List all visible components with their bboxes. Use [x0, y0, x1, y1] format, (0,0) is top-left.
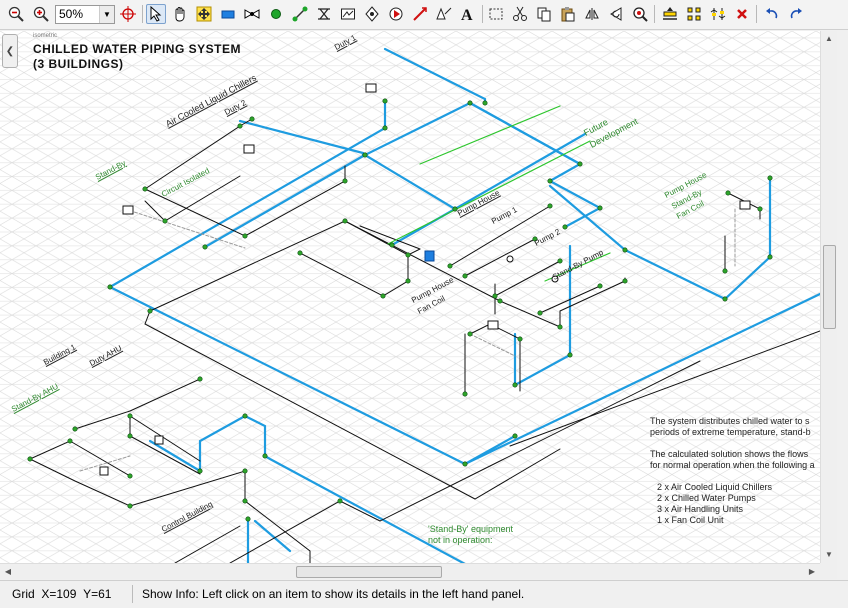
isometric-piping-diagram[interactable]: [0, 31, 820, 563]
paste-icon[interactable]: [558, 4, 578, 24]
rotate-icon[interactable]: [606, 4, 626, 24]
drawing-small-label: isometric: [33, 33, 58, 39]
pipe-tool-icon[interactable]: [218, 4, 238, 24]
description-text[interactable]: The system distributes chilled water to …: [650, 416, 820, 526]
copy-icon[interactable]: [534, 4, 554, 24]
zoom-dropdown[interactable]: 50% ▼: [55, 5, 115, 24]
isometric-grid: [0, 31, 820, 563]
delete-icon[interactable]: [732, 4, 752, 24]
drawing-canvas[interactable]: isometric CHILLED WATER PIPING SYSTEM (3…: [0, 31, 820, 563]
scroll-up-button[interactable]: ▲: [825, 34, 833, 43]
status-bar: Grid X=109 Y=61 Show Info: Left click on…: [0, 580, 848, 608]
status-info-text: Show Info: Left click on an item to show…: [142, 587, 525, 601]
equipment-list-item: 3 x Air Handling Units: [657, 504, 744, 514]
undo-icon[interactable]: [762, 4, 782, 24]
standby-note[interactable]: 'Stand-By' equipment not in operation:: [428, 524, 513, 546]
grid-snap-icon[interactable]: [708, 4, 728, 24]
chevron-left-icon: ❮: [5, 45, 15, 57]
zoom-extents-icon[interactable]: [118, 4, 138, 24]
grid-label: Grid: [12, 587, 35, 601]
pan-hand-icon[interactable]: [170, 4, 190, 24]
drawing-title-line1: CHILLED WATER PIPING SYSTEM: [33, 42, 241, 56]
desc-p1a: The system distributes chilled water to …: [650, 416, 810, 426]
select-pointer-icon[interactable]: [146, 4, 166, 24]
scroll-right-button[interactable]: ▶: [808, 567, 816, 576]
pressure-tool-icon[interactable]: [338, 4, 358, 24]
mirror-icon[interactable]: [582, 4, 602, 24]
equipment-list-item: 2 x Chilled Water Pumps: [657, 493, 756, 503]
standby-note-line1: 'Stand-By' equipment: [428, 524, 513, 534]
check-valve-icon[interactable]: [410, 4, 430, 24]
left-panel-toggle[interactable]: ❮: [2, 34, 18, 68]
grid-x: X=109: [41, 587, 77, 601]
join-tool-icon[interactable]: [290, 4, 310, 24]
zoom-in-icon[interactable]: [31, 4, 51, 24]
chevron-down-icon: ▼: [99, 6, 114, 23]
text-tool-icon[interactable]: A: [458, 4, 478, 24]
isolated-pipes: [79, 208, 736, 472]
arrow-annotation-icon[interactable]: [434, 4, 454, 24]
component-tool-icon[interactable]: [314, 4, 334, 24]
desc-p2b: for normal operation when the following …: [650, 460, 815, 470]
scroll-down-button[interactable]: ▼: [825, 550, 833, 559]
horizontal-scroll-thumb[interactable]: [296, 566, 442, 578]
zoom-value: 50%: [59, 7, 84, 21]
desc-p1b: periods of extreme temperature, stand-b: [650, 427, 811, 437]
distribute-icon[interactable]: [684, 4, 704, 24]
vertical-scroll-thumb[interactable]: [823, 245, 836, 329]
vertical-scrollbar[interactable]: ▲ ▼: [820, 31, 837, 563]
zoom-out-icon[interactable]: [6, 4, 26, 24]
move-icon[interactable]: [194, 4, 214, 24]
pump-tool-icon[interactable]: [386, 4, 406, 24]
scroll-corner: [820, 563, 837, 579]
find-icon[interactable]: [630, 4, 650, 24]
drawing-title-line2: (3 BUILDINGS): [33, 57, 124, 71]
toolbar: 50% ▼ A: [0, 0, 848, 30]
cut-icon[interactable]: [510, 4, 530, 24]
scroll-left-button[interactable]: ◀: [4, 567, 12, 576]
grid-coordinates: Grid X=109 Y=61: [12, 587, 111, 601]
redo-icon[interactable]: [786, 4, 806, 24]
horizontal-scrollbar[interactable]: ◀ ▶: [0, 563, 820, 579]
drawing-title: CHILLED WATER PIPING SYSTEM (3 BUILDINGS…: [33, 42, 241, 72]
standby-note-line2: not in operation:: [428, 535, 493, 545]
desc-p2a: The calculated solution shows the flows: [650, 449, 809, 459]
component-alt-icon[interactable]: [362, 4, 382, 24]
select-box-icon[interactable]: [486, 4, 506, 24]
grid-y: Y=61: [83, 587, 112, 601]
equipment: [99, 83, 751, 476]
equipment-list-item: 1 x Fan Coil Unit: [657, 515, 724, 525]
equipment-list-item: 2 x Air Cooled Liquid Chillers: [657, 482, 773, 492]
node-tool-icon[interactable]: [266, 4, 286, 24]
valve-tool-icon[interactable]: [242, 4, 262, 24]
svg-text:A: A: [461, 7, 473, 22]
align-icon[interactable]: [660, 4, 680, 24]
nodes: [27, 98, 773, 522]
